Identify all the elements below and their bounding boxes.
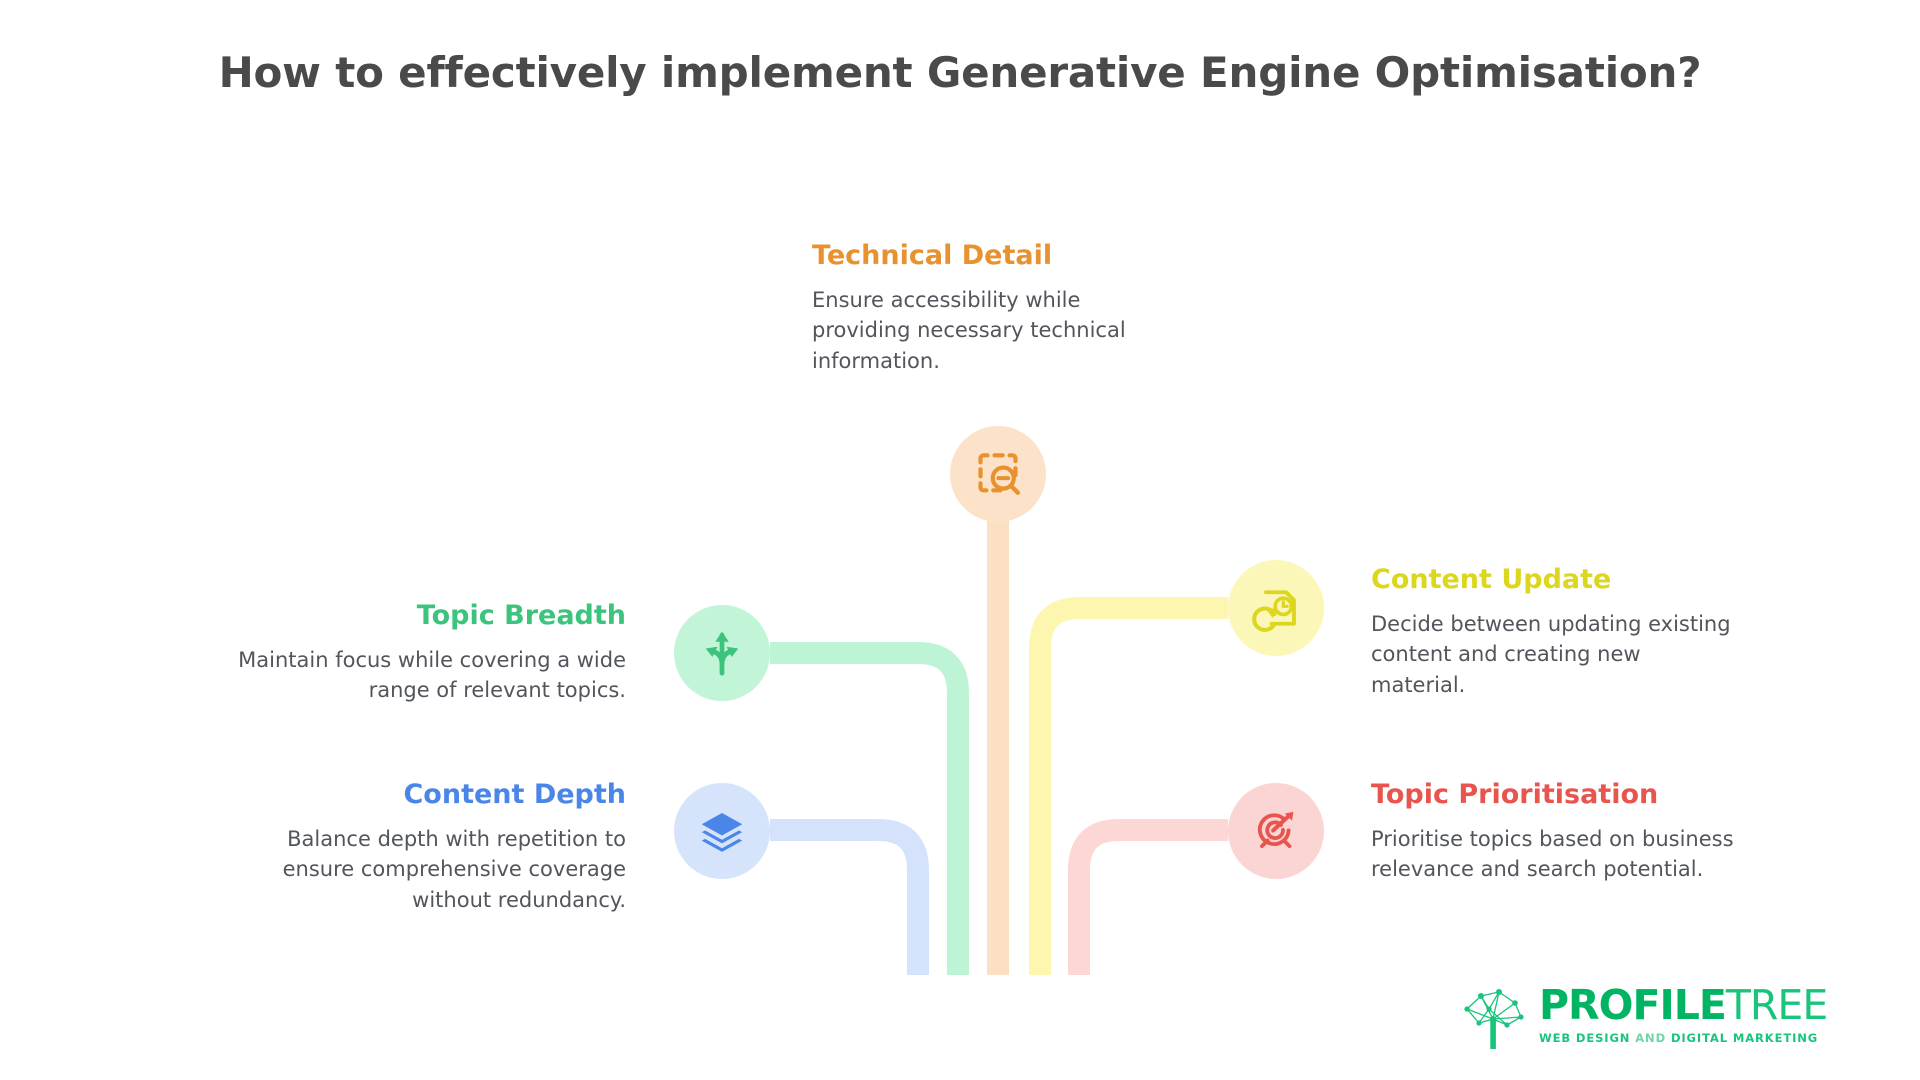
node-desc-technical-detail: Ensure accessibility while providing nec… [812, 288, 1126, 373]
profiletree-logo[interactable]: PROFILETREE WEB DESIGN AND DIGITAL MARKE… [1455, 975, 1828, 1055]
node-desc-topic-prioritisation: Prioritise topics based on business rele… [1371, 827, 1734, 882]
node-text-content-depth: Content Depth Balance depth with repetit… [214, 779, 626, 915]
document-refresh-clock-icon [1252, 590, 1296, 632]
node-heading-topic-breadth: Topic Breadth [416, 600, 626, 631]
node-icon-technical-detail[interactable] [950, 426, 1046, 522]
node-desc-topic-breadth: Maintain focus while covering a wide ran… [238, 648, 626, 703]
node-text-topic-prioritisation: Topic Prioritisation Prioritise topics b… [1371, 779, 1771, 885]
node-text-content-update: Content Update Decide between updating e… [1371, 564, 1771, 700]
network-tree-icon [1464, 989, 1524, 1049]
logo-name-bold: PROFILE [1539, 981, 1727, 1029]
node-heading-content-update: Content Update [1371, 564, 1612, 595]
layers-stack-icon [701, 813, 743, 852]
branching-arrows-icon [705, 631, 739, 676]
node-heading-topic-prioritisation: Topic Prioritisation [1371, 779, 1659, 810]
target-arrow-icon [1257, 811, 1294, 849]
logo-name-light: TREE [1725, 981, 1828, 1029]
node-heading-technical-detail: Technical Detail [812, 240, 1053, 271]
logo-tagline-part-1: WEB DESIGN [1539, 1031, 1636, 1045]
node-icon-content-update[interactable] [1228, 560, 1324, 656]
node-desc-content-update: Decide between updating existing content… [1371, 612, 1731, 697]
logo-tagline-part-2: AND [1635, 1031, 1671, 1045]
logo-tagline-part-3: DIGITAL MARKETING [1670, 1031, 1819, 1045]
pipe-topic-breadth [770, 642, 969, 975]
logo-tagline: WEB DESIGN AND DIGITAL MARKETING [1539, 1031, 1827, 1045]
node-desc-content-depth: Balance depth with repetition to ensure … [282, 827, 626, 912]
page-title: How to effectively implement Generative … [218, 48, 1702, 97]
node-text-technical-detail: Technical Detail Ensure accessibility wh… [812, 240, 1192, 376]
pipe-content-update [1029, 597, 1228, 975]
pipe-content-depth [770, 819, 929, 975]
pipe-topic-prioritisation [1068, 819, 1228, 975]
dashed-box-zoom-out-icon [978, 453, 1021, 495]
node-icon-topic-breadth[interactable] [674, 605, 770, 701]
node-icon-topic-prioritisation[interactable] [1228, 783, 1324, 879]
node-heading-content-depth: Content Depth [403, 779, 626, 810]
node-text-topic-breadth: Topic Breadth Maintain focus while cover… [214, 600, 626, 706]
logo-wordmark: PROFILETREE [1539, 985, 1828, 1026]
node-icon-content-depth[interactable] [674, 783, 770, 879]
